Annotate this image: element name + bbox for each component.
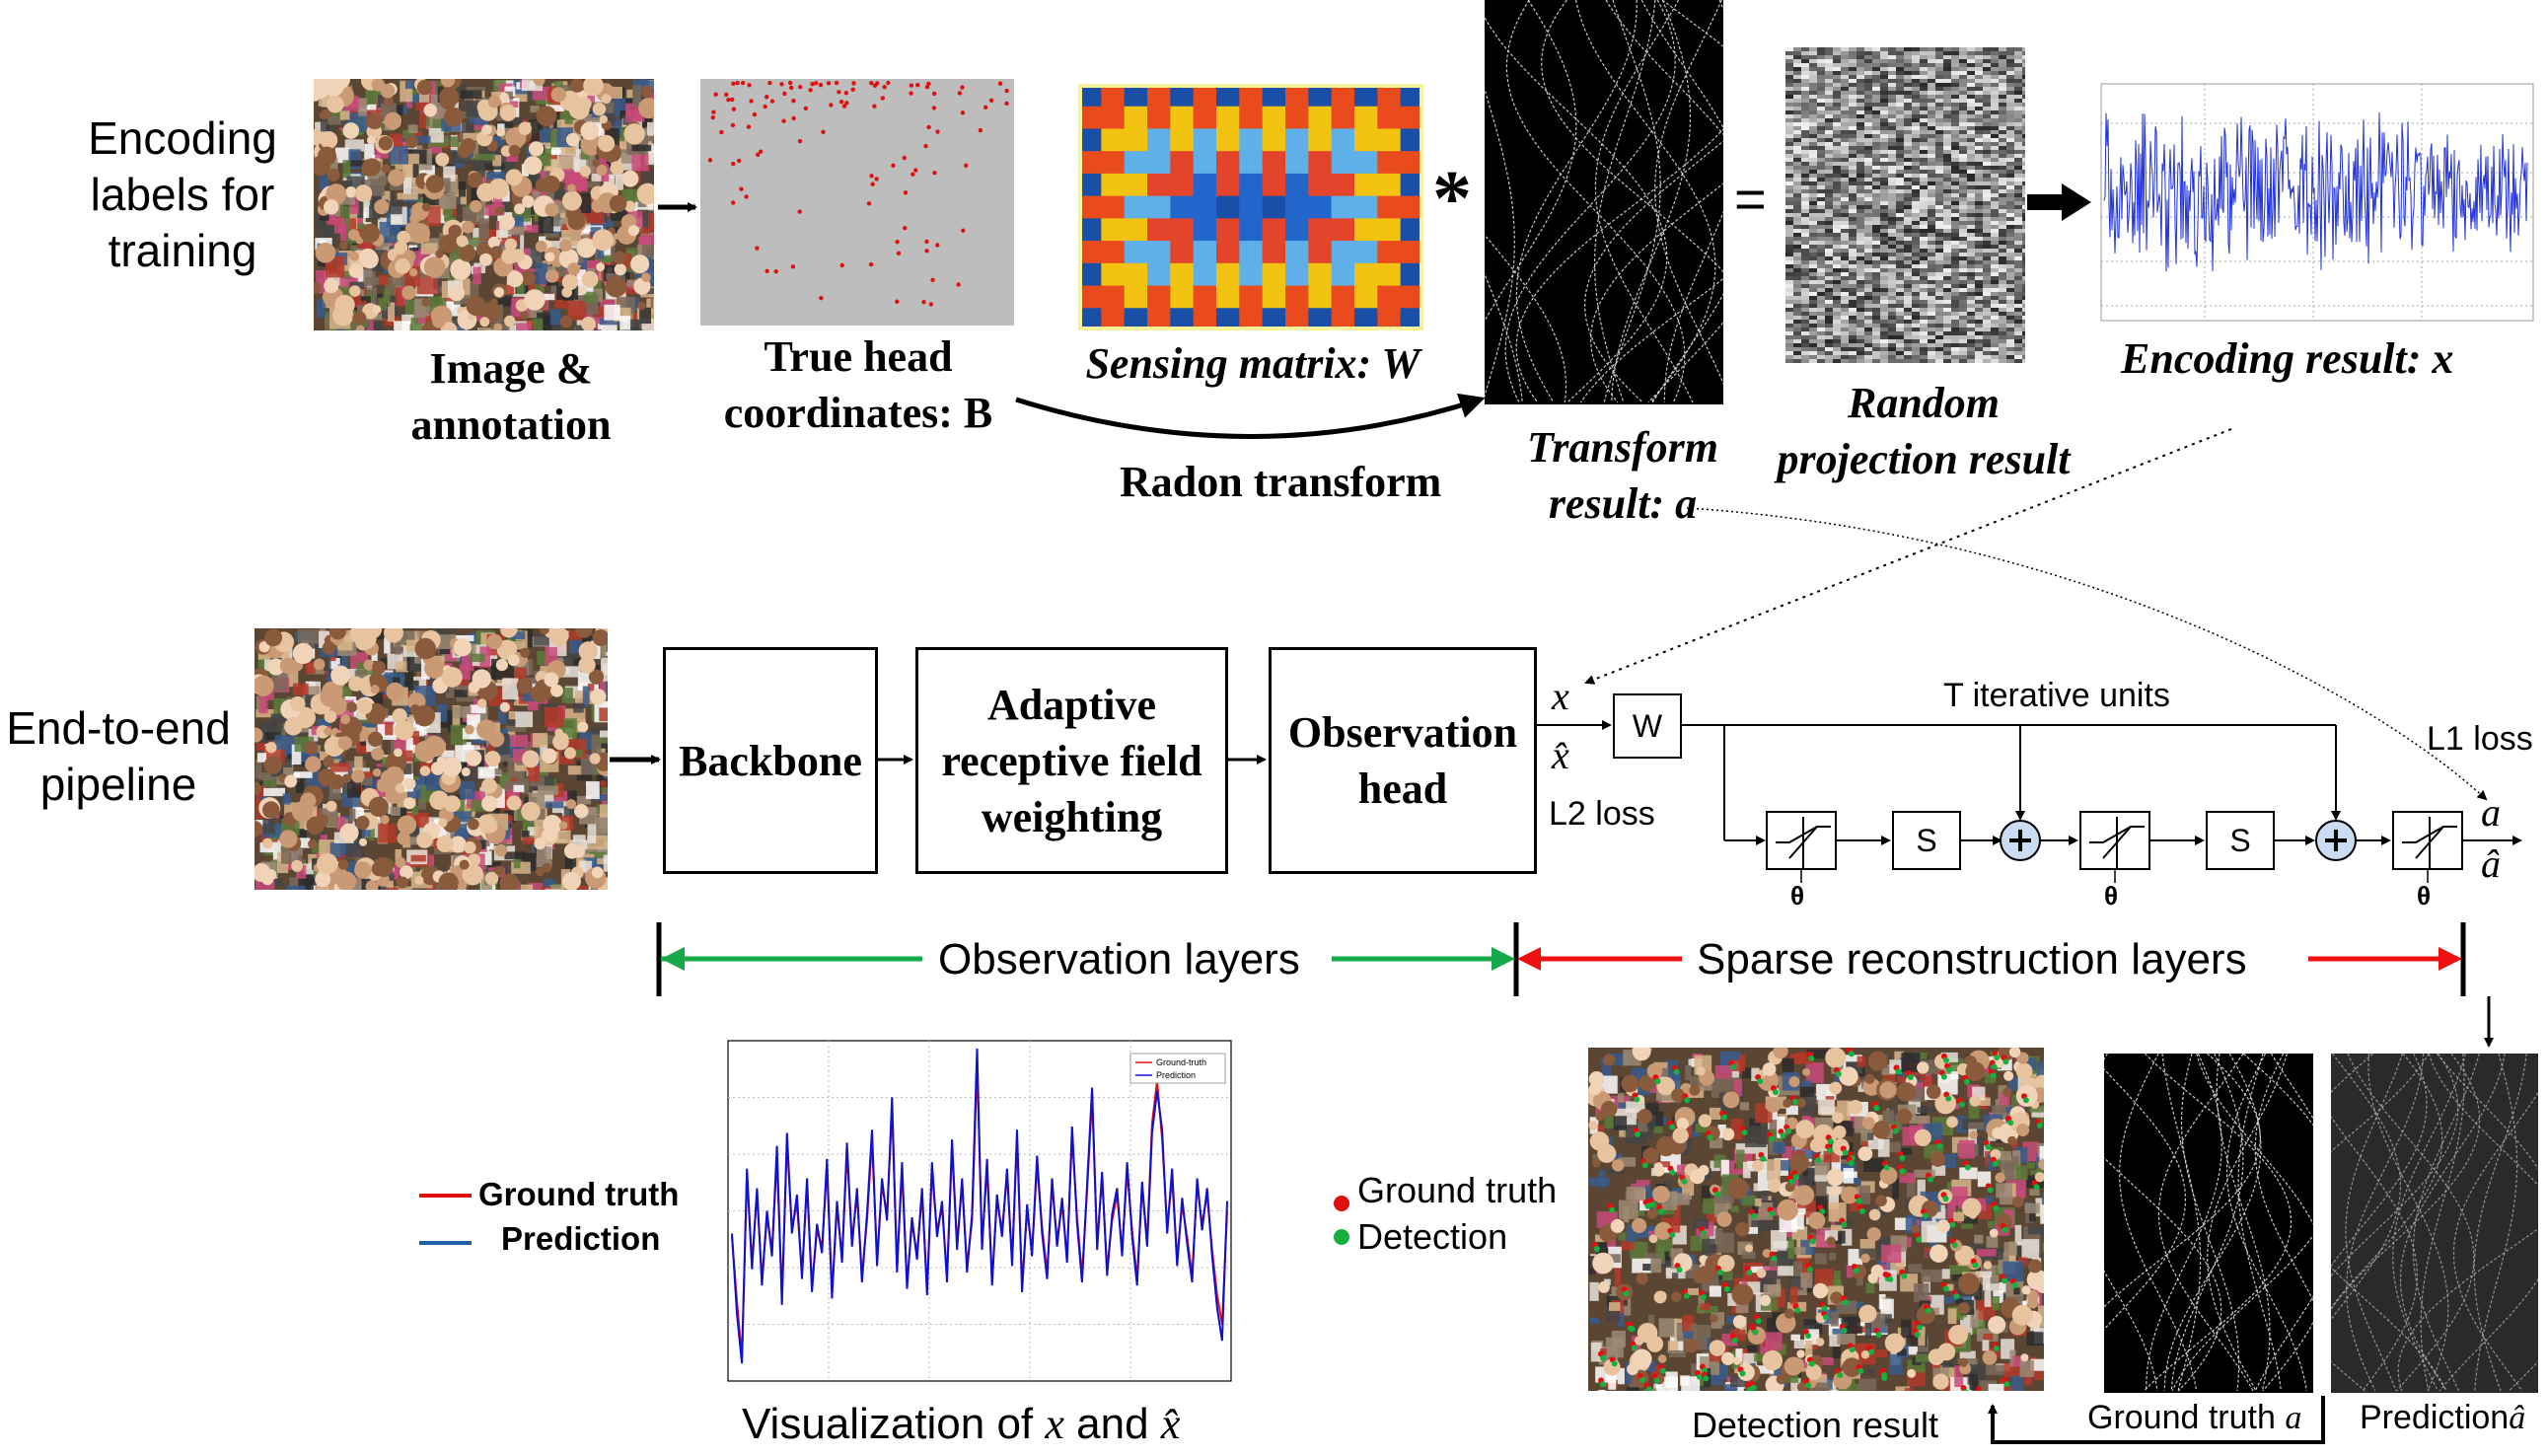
- legend-ground-truth: Ground truth: [478, 1176, 680, 1212]
- transform-result-image: [1485, 0, 1723, 404]
- image-annotation-caption: Image & annotation: [410, 344, 612, 449]
- encoding-result-plot: [2096, 79, 2538, 326]
- theta-label-2: θ: [2104, 881, 2119, 910]
- a-label: a: [2481, 790, 2501, 835]
- visualization-caption: Visualization of x and x̂: [742, 1400, 1181, 1448]
- shrinkage-unit-3: [2392, 811, 2463, 870]
- encoding-result-caption: Encoding result: x: [2121, 334, 2454, 383]
- sparse-reconstruction-layers-label: Sparse reconstruction layers: [1689, 935, 2255, 984]
- prediction-ahat-caption: Predictionâ: [2360, 1399, 2526, 1436]
- backbone-block: Backbone: [663, 647, 878, 874]
- theta-label-1: θ: [1790, 881, 1805, 910]
- chart-legend-gt-text: Ground-truth: [1156, 1057, 1206, 1067]
- observation-head-block: Observation head: [1269, 647, 1537, 874]
- convolution-star: *: [1432, 156, 1472, 243]
- transform-result-caption: Transform result: a: [1527, 423, 1718, 528]
- detection-legend-gt: Ground truth: [1357, 1170, 1558, 1210]
- detection-gt-dot: [1334, 1196, 1349, 1211]
- dotted-transform-to-a: [1686, 507, 2488, 801]
- crowd-image-annotation: [314, 79, 654, 330]
- xhat-label: x̂: [1552, 733, 1569, 777]
- s-box-2: S: [2206, 811, 2275, 870]
- encoding-row-label: Encoding labels for training: [88, 112, 277, 276]
- ahat-label: â: [2481, 841, 2501, 886]
- prediction-ahat-image: [2331, 1054, 2538, 1393]
- adaptive-receptive-field-block: Adaptive receptive field weighting: [915, 647, 1228, 874]
- chart-legend-box: [1129, 1053, 1226, 1084]
- sensing-matrix-caption: Sensing matrix: W: [1085, 339, 1420, 388]
- plus-node-1: [2000, 820, 2041, 861]
- radon-arrow: [1015, 393, 1486, 439]
- detection-green-dot: [1334, 1229, 1349, 1245]
- l2-loss-label: L2 loss: [1549, 795, 1655, 833]
- equals-sign: =: [1734, 168, 1767, 230]
- shrinkage-unit-2: [2079, 811, 2150, 870]
- shrinkage-unit-1: [1766, 811, 1837, 870]
- iterative-units-label: T iterative units: [1943, 677, 2170, 714]
- random-projection-caption: Random projection result: [1777, 379, 2071, 483]
- head-coordinates-plot: [700, 79, 1014, 326]
- x-label: x: [1552, 674, 1569, 718]
- w-matrix-box: W: [1613, 693, 1682, 759]
- theta-label-3: θ: [2417, 881, 2432, 910]
- chart-legend-pred-text: Prediction: [1156, 1070, 1196, 1080]
- observation-layers-label: Observation layers: [930, 935, 1308, 984]
- random-projection-image: [1785, 47, 2025, 363]
- crowd-image-input: [255, 628, 608, 890]
- radon-transform-label: Radon transform: [1120, 458, 1442, 506]
- ground-truth-a-caption: Ground truth a: [2087, 1399, 2302, 1436]
- l1-loss-label: L1 loss: [2427, 720, 2533, 758]
- sensing-matrix-image: [1078, 84, 1423, 330]
- head-coordinates-caption: True head coordinates: B: [723, 332, 993, 437]
- detection-result-image: [1588, 1048, 2044, 1391]
- s-box-1: S: [1892, 811, 1961, 870]
- detection-result-caption: Detection result: [1691, 1405, 1939, 1445]
- detection-legend-detection: Detection: [1357, 1216, 1508, 1257]
- plus-node-2: [2315, 820, 2357, 861]
- chart-series-prediction: [731, 1048, 1228, 1364]
- ground-truth-a-image: [2104, 1054, 2313, 1393]
- pipeline-row-label: End-to-end pipeline: [6, 702, 231, 810]
- legend-prediction: Prediction: [501, 1220, 661, 1257]
